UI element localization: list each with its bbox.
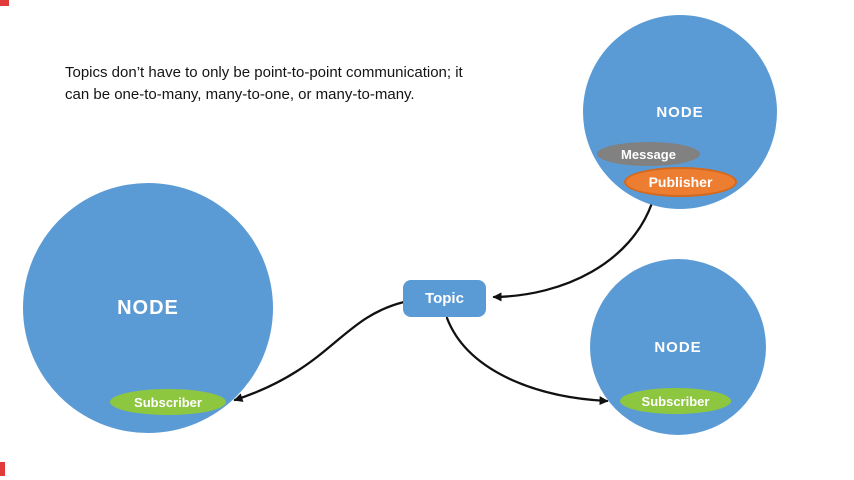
node-bottom-right-label: NODE bbox=[654, 338, 702, 356]
bottom-right-subscriber-label: Subscriber bbox=[641, 393, 710, 409]
node-top-right-label: NODE bbox=[656, 103, 704, 121]
topic-label: Topic bbox=[425, 290, 464, 307]
bottom-right-subscriber-ellipse: Subscriber bbox=[620, 388, 731, 414]
caption-line-2: can be one-to-many, many-to-one, or many… bbox=[65, 86, 415, 103]
caption: Topics don’t have to only be point-to-po… bbox=[65, 62, 505, 106]
publisher-label: Publisher bbox=[648, 174, 713, 190]
topic-box: Topic bbox=[403, 280, 486, 317]
left-subscriber-label: Subscriber bbox=[134, 394, 202, 410]
arrow-topic-to-bottom-right-subscriber bbox=[445, 316, 609, 406]
red-artifact-bottom-left bbox=[0, 462, 5, 476]
message-ellipse: Message bbox=[597, 142, 700, 166]
red-artifact-top-left bbox=[0, 0, 9, 6]
caption-line-1: Topics don’t have to only be point-to-po… bbox=[65, 64, 463, 81]
publisher-ellipse: Publisher bbox=[624, 167, 737, 197]
left-subscriber-ellipse: Subscriber bbox=[110, 389, 226, 415]
node-left-label: NODE bbox=[117, 296, 179, 319]
message-label: Message bbox=[621, 146, 676, 162]
